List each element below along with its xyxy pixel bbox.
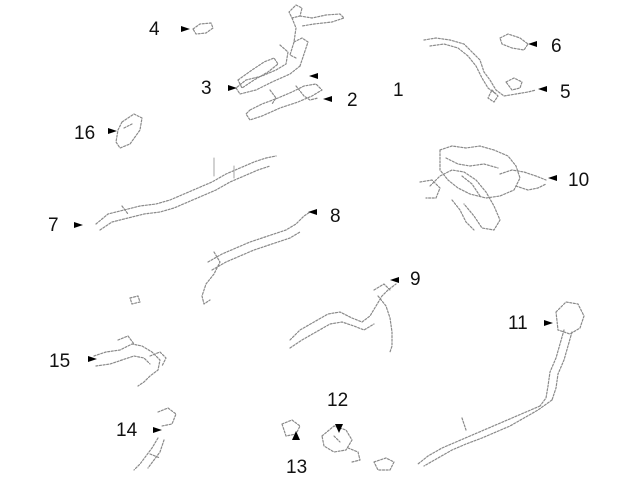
callout-12: 12 [327, 390, 349, 411]
arrow-3 [228, 85, 237, 91]
part-12-drawing [321, 425, 361, 463]
callout-11: 11 [508, 313, 528, 334]
part-15-drawing [93, 335, 167, 387]
callout-7: 7 [48, 215, 59, 236]
arrow-14 [153, 427, 162, 433]
callout-3: 3 [201, 78, 212, 99]
callout-14: 14 [116, 420, 138, 441]
part-7-drawing [95, 155, 277, 231]
leader-arrows [74, 26, 557, 440]
part-5-drawing [423, 37, 537, 103]
arrow-9 [390, 277, 399, 283]
part-11-drawing [373, 301, 585, 471]
arrow-11 [544, 320, 553, 326]
arrow-4 [181, 26, 190, 32]
part-6-drawing [499, 33, 529, 51]
part-10-drawing [419, 145, 547, 231]
callout-2: 2 [347, 90, 358, 111]
arrow-5 [538, 86, 547, 92]
arrow-2 [323, 96, 332, 102]
callout-13: 13 [286, 457, 308, 478]
arrow-16 [108, 128, 117, 134]
arrow-8 [308, 209, 317, 215]
callout-10: 10 [568, 170, 590, 191]
arrow-15 [88, 356, 97, 362]
arrow-13 [292, 431, 300, 440]
callout-1: 1 [393, 80, 404, 101]
arrow-10 [548, 175, 557, 181]
part-13-drawing [281, 419, 301, 437]
arrow-6 [528, 41, 537, 47]
part-4-drawing [192, 22, 214, 35]
callout-8: 8 [330, 206, 341, 227]
part-9-drawing [289, 283, 397, 353]
arrow-7 [74, 222, 83, 228]
callout-6: 6 [551, 36, 562, 57]
part-8-drawing [129, 211, 311, 305]
callout-9: 9 [410, 269, 421, 290]
callout-4: 4 [149, 19, 160, 40]
callout-16: 16 [74, 123, 96, 144]
arrow-12 [335, 424, 343, 433]
part-1-2-3-drawing [235, 4, 345, 121]
part-16-drawing [115, 113, 143, 149]
arrow-1 [309, 73, 318, 79]
part-14-drawing [133, 407, 177, 471]
callout-15: 15 [49, 351, 71, 372]
callout-5: 5 [560, 82, 571, 103]
